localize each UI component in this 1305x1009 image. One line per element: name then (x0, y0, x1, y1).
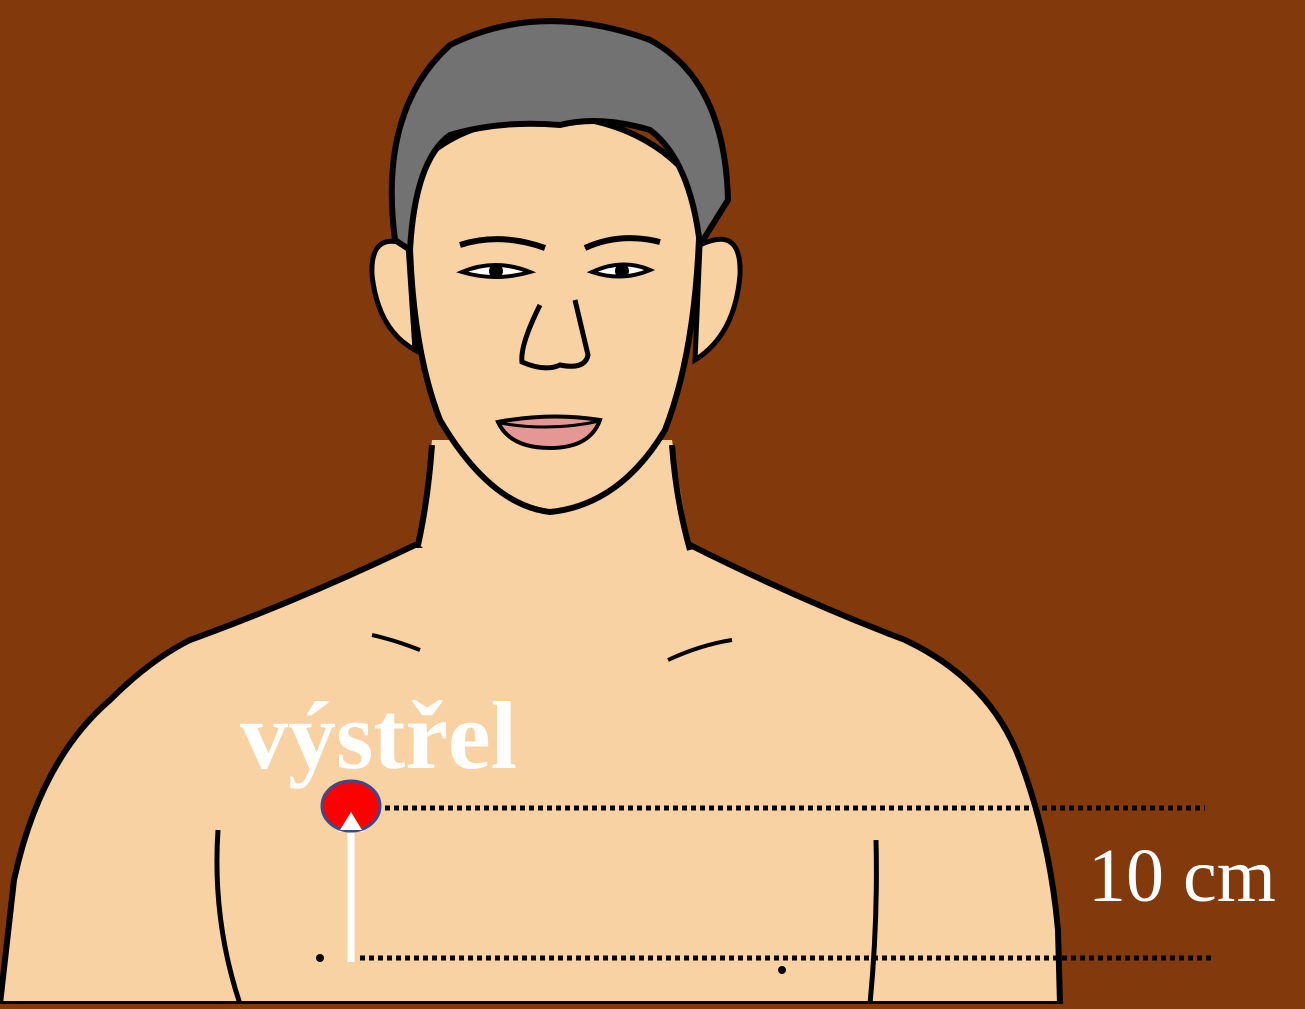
shot-label: výstřel (240, 688, 517, 784)
distance-label: 10 cm (1088, 838, 1276, 914)
left-nipple (316, 954, 324, 962)
torso (0, 545, 1060, 1004)
right-nipple (778, 966, 786, 974)
right-ear (695, 239, 740, 360)
right-pupil (615, 264, 629, 278)
left-pupil (489, 264, 503, 278)
